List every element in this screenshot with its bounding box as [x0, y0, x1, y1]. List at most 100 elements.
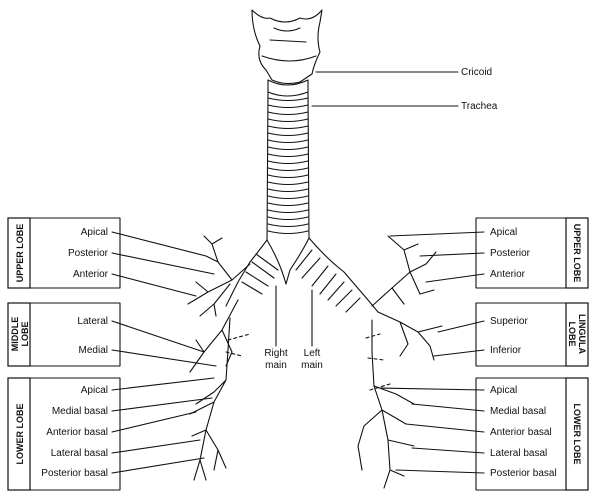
right-lobe-box-upper	[565, 217, 589, 289]
right-middle-lobe-branches	[189, 299, 239, 373]
right-label-lateral-basal: Lateral basal	[490, 448, 547, 459]
right-label-anterior-basal: Anterior basal	[490, 427, 552, 438]
lingula-lobe-branches	[377, 311, 443, 361]
trachea-ring	[267, 132, 309, 137]
lobe-left-middle-2: LOBE	[20, 321, 30, 346]
bronchi-rings	[241, 249, 361, 313]
right-bracket-upper	[475, 217, 567, 289]
left-label-posterior-basal: Posterior basal	[41, 468, 108, 479]
lobe-left-lower: LOWER LOBE	[15, 404, 25, 465]
left-label-anterior-basal: Anterior basal	[46, 427, 108, 438]
lobe-left-middle-1: MIDDLE	[10, 317, 20, 352]
right-label-posterior-basal: Posterior basal	[490, 468, 557, 479]
left-lobe-box-upper	[7, 217, 31, 289]
right-label-inferior: Inferior	[490, 345, 522, 356]
trachea-rings	[267, 97, 309, 235]
trachea-ring	[267, 111, 309, 116]
trachea-ring	[267, 188, 309, 193]
trachea-ring	[267, 195, 309, 200]
trachea-ring	[267, 216, 309, 221]
left-label-apical: Apical	[81, 227, 108, 238]
left-upper-lobe-branches	[371, 235, 437, 307]
leader-left-medial	[111, 349, 217, 367]
lobe-left-upper: UPPER LOBE	[15, 224, 25, 283]
trachea-ring	[267, 202, 309, 207]
trachea-ring	[267, 118, 309, 123]
trachea-ring	[267, 139, 309, 144]
lobe-right-upper: UPPER LOBE	[572, 224, 582, 283]
label-right-main-1: Right	[264, 348, 288, 359]
right-label-superior: Superior	[490, 316, 528, 327]
segment-dashes	[225, 333, 391, 391]
left-lobe-box-lower	[7, 377, 31, 491]
label-right-main-2: main	[265, 360, 287, 371]
left-label-medial: Medial	[79, 345, 108, 356]
trachea-ring	[267, 230, 309, 235]
leader-left-lateral-basal	[111, 439, 201, 454]
trachea-ring	[267, 223, 309, 228]
trachea-ring	[267, 160, 309, 165]
right-main-bronchus	[225, 237, 310, 307]
left-label-lateral-basal: Lateral basal	[51, 448, 108, 459]
right-bracket-lingula	[475, 302, 567, 367]
right-bracket-lower	[475, 377, 567, 491]
leader-right-apical-lower	[379, 387, 485, 391]
right-lower-lobe-branches	[189, 317, 231, 481]
leader-left-apical-lower	[111, 377, 215, 391]
label-left-main-1: Left	[304, 348, 321, 359]
lobe-right-lingula-2: LOBE	[567, 321, 577, 346]
trachea-ring	[267, 153, 309, 158]
left-bracket-lower	[29, 377, 121, 491]
lobe-right-lingula-1: LINGULA	[577, 314, 587, 354]
right-label-posterior: Posterior	[490, 248, 531, 259]
leader-left-lateral	[111, 320, 205, 353]
left-label-medial-basal: Medial basal	[52, 406, 108, 417]
leader-right-lateral-basal	[411, 447, 485, 454]
trachea-ring	[267, 104, 309, 109]
right-label-apical-lower: Apical	[490, 385, 517, 396]
right-lobe-box-lower	[565, 377, 589, 491]
trachea-ring	[267, 146, 309, 151]
trachea-ring	[267, 167, 309, 172]
leader-right-apical	[389, 231, 485, 237]
label-trachea: Trachea	[461, 101, 498, 112]
leader-left-anterior-basal	[111, 411, 197, 433]
leader-left-apical	[111, 231, 207, 257]
leader-right-posterior	[419, 252, 485, 257]
left-bracket-upper	[29, 217, 121, 289]
leader-right-superior	[437, 320, 485, 333]
cricoid-ring	[267, 79, 309, 97]
larynx-shape	[251, 9, 323, 85]
leader-right-posterior-basal	[395, 469, 485, 474]
left-bracket-middle	[29, 302, 121, 367]
left-label-posterior: Posterior	[68, 248, 109, 259]
right-upper-lobe-branches	[187, 235, 251, 317]
right-label-medial-basal: Medial basal	[490, 406, 546, 417]
label-left-main-2: main	[301, 360, 323, 371]
trachea-ring	[267, 97, 309, 102]
trachea-ring	[267, 125, 309, 130]
label-cricoid: Cricoid	[461, 67, 492, 78]
trachea-tube	[266, 91, 310, 241]
leader-left-posterior-basal	[111, 457, 205, 474]
trachea-ring	[267, 174, 309, 179]
leader-left-medial-basal	[111, 397, 213, 412]
left-label-anterior: Anterior	[73, 269, 109, 280]
right-label-apical: Apical	[490, 227, 517, 238]
leader-left-anterior	[111, 273, 197, 297]
left-label-lateral: Lateral	[77, 316, 108, 327]
leader-right-anterior	[425, 273, 485, 283]
left-label-apical-lower: Apical	[81, 385, 108, 396]
leader-right-medial-basal	[411, 403, 485, 412]
trachea-ring	[267, 209, 309, 214]
left-lobe-box-middle	[7, 302, 31, 367]
leader-right-anterior-basal	[405, 423, 485, 433]
lobe-right-lower: LOWER LOBE	[572, 404, 582, 465]
left-lower-lobe-branches	[357, 319, 415, 489]
leader-left-posterior	[111, 252, 215, 275]
left-main-bronchus	[266, 237, 379, 313]
right-label-anterior: Anterior	[490, 269, 526, 280]
right-lobe-box-lingula	[565, 302, 589, 367]
